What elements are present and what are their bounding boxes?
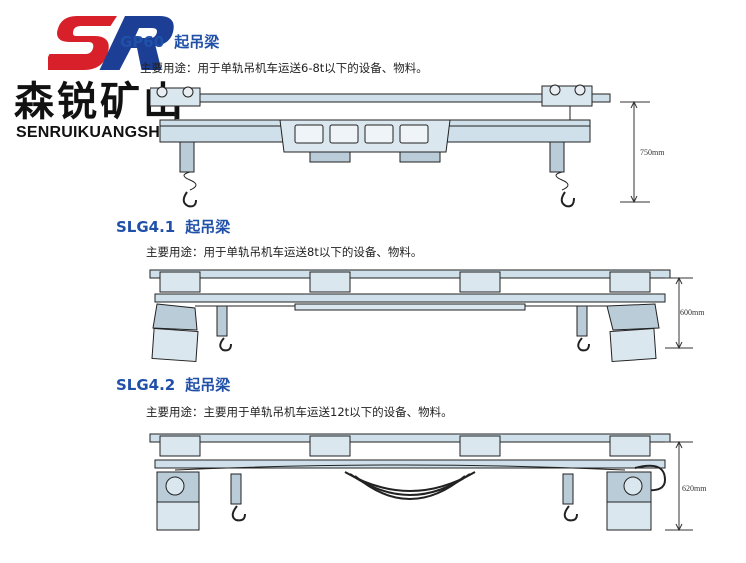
section-2-height: 600mm [680, 308, 705, 317]
section-1-height: 750mm [640, 148, 665, 157]
section-1-title: GP60 起吊梁 [120, 31, 219, 52]
diagram-gp60 [150, 84, 650, 208]
main-beam [154, 459, 666, 469]
motor-right [606, 303, 660, 331]
sr-logo-mark [48, 16, 174, 70]
section-2-model: SLG4.1 [116, 218, 176, 236]
section-2-name: 起吊梁 [185, 218, 231, 236]
diagram-slg4-1 [149, 269, 693, 363]
section-3-model: SLG4.2 [116, 376, 176, 394]
motor-left [152, 303, 198, 331]
section-1-name: 起吊梁 [174, 33, 220, 51]
section-2-title: SLG4.1 起吊梁 [116, 216, 230, 237]
section-2-usage: 主要用途：用于单轨吊机车运送8t以下的设备、物料。 [146, 245, 423, 259]
section-3-title: SLG4.2 起吊梁 [116, 374, 230, 395]
main-beam [154, 293, 666, 303]
logo-name-en: SENRUIKUANGSHAN [16, 124, 184, 141]
diagram-slg4-2 [149, 433, 693, 532]
section-3-height: 620mm [682, 484, 707, 493]
section-1-model: GP60 [120, 33, 165, 51]
section-3-usage: 主要用途：主要用于单轨吊机车运送12t以下的设备、物料。 [146, 405, 453, 419]
section-1-usage: 主要用途：用于单轨吊机车运送6-8t以下的设备、物料。 [140, 61, 428, 75]
rail [149, 269, 671, 279]
section-3-name: 起吊梁 [185, 376, 231, 394]
rail [149, 433, 671, 443]
